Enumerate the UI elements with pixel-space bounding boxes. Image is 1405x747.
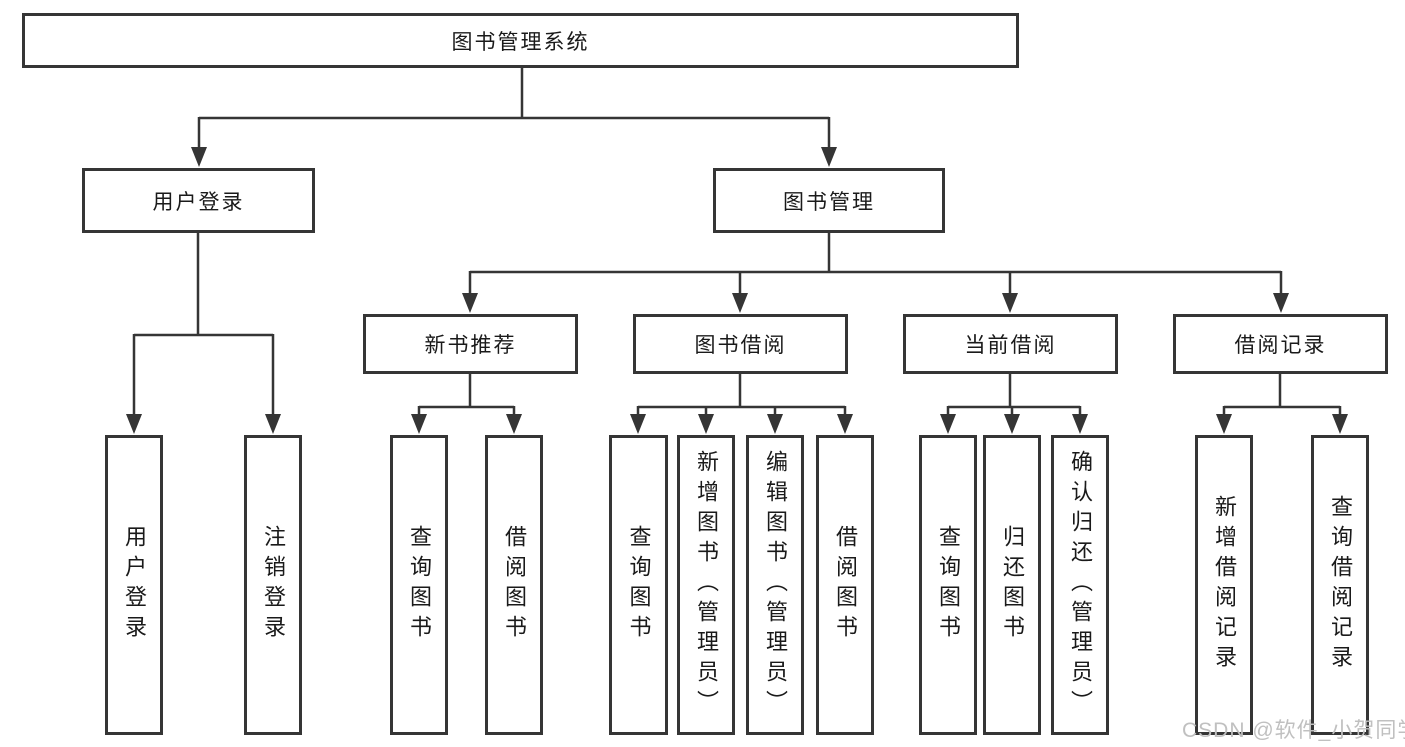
node-label: 当前借阅 bbox=[964, 334, 1057, 357]
node-label: 图书管理 bbox=[783, 190, 875, 214]
node-label: 新增借阅记录 bbox=[1212, 495, 1237, 675]
leaf-query-books-current: 查询图书 bbox=[919, 435, 977, 735]
node-label: 新增图书（管理员） bbox=[694, 450, 719, 720]
leaf-logout: 注销登录 bbox=[244, 435, 302, 735]
node-label: 借阅记录 bbox=[1234, 334, 1327, 357]
node-label: 归还图书 bbox=[1000, 525, 1025, 645]
arrowheads bbox=[126, 147, 1348, 434]
connector-records-to-leaves bbox=[1222, 374, 1342, 418]
connector-recommend-to-leaves bbox=[417, 374, 516, 418]
node-label: 借阅图书 bbox=[833, 525, 858, 645]
node-label: 确认归还（管理员） bbox=[1068, 450, 1093, 720]
connector-current-to-leaves bbox=[946, 374, 1082, 418]
node-label: 用户登录 bbox=[152, 190, 245, 214]
leaf-add-books-admin: 新增图书（管理员） bbox=[677, 435, 735, 735]
node-book-borrowing: 图书借阅 bbox=[633, 314, 848, 374]
connector-bookmgmt-to-level3 bbox=[468, 233, 1283, 297]
leaf-edit-books-admin: 编辑图书（管理员） bbox=[746, 435, 804, 735]
node-label: 新书推荐 bbox=[424, 334, 517, 357]
node-current-borrowing: 当前借阅 bbox=[903, 314, 1118, 374]
node-user-login: 用户登录 bbox=[82, 168, 315, 233]
node-label: 用户登录 bbox=[122, 525, 147, 645]
leaf-confirm-return-admin: 确认归还（管理员） bbox=[1051, 435, 1109, 735]
node-borrowing-records: 借阅记录 bbox=[1173, 314, 1388, 374]
node-book-management: 图书管理 bbox=[713, 168, 945, 233]
node-book-management-system: 图书管理系统 bbox=[22, 13, 1019, 68]
node-label: 查询图书 bbox=[626, 525, 652, 645]
watermark: CSDN @软件_小贺同学 bbox=[1182, 719, 1405, 742]
connector-borrowing-to-leaves bbox=[636, 374, 847, 418]
leaf-borrow-books-recommend: 借阅图书 bbox=[485, 435, 543, 735]
node-label: 编辑图书（管理员） bbox=[763, 450, 788, 720]
node-label: 注销登录 bbox=[261, 525, 286, 645]
node-label: 查询图书 bbox=[936, 525, 961, 645]
node-new-book-recommendation: 新书推荐 bbox=[363, 314, 578, 374]
leaf-query-books-recommend: 查询图书 bbox=[390, 435, 448, 735]
leaf-query-books-borrowing: 查询图书 bbox=[609, 435, 668, 735]
node-label: 图书借阅 bbox=[694, 334, 787, 357]
leaf-user-login: 用户登录 bbox=[105, 435, 163, 735]
node-label: 图书管理系统 bbox=[451, 30, 590, 54]
leaf-add-borrow-record: 新增借阅记录 bbox=[1195, 435, 1253, 735]
leaf-return-books: 归还图书 bbox=[983, 435, 1041, 735]
node-label: 查询借阅记录 bbox=[1328, 495, 1353, 675]
connector-root-to-level2 bbox=[197, 68, 831, 150]
leaf-query-borrow-record: 查询借阅记录 bbox=[1311, 435, 1369, 735]
node-label: 借阅图书 bbox=[502, 525, 527, 645]
connector-userlogin-to-leaves bbox=[132, 233, 275, 417]
leaf-borrow-books-borrowing: 借阅图书 bbox=[816, 435, 874, 735]
node-label: 查询图书 bbox=[407, 525, 432, 645]
